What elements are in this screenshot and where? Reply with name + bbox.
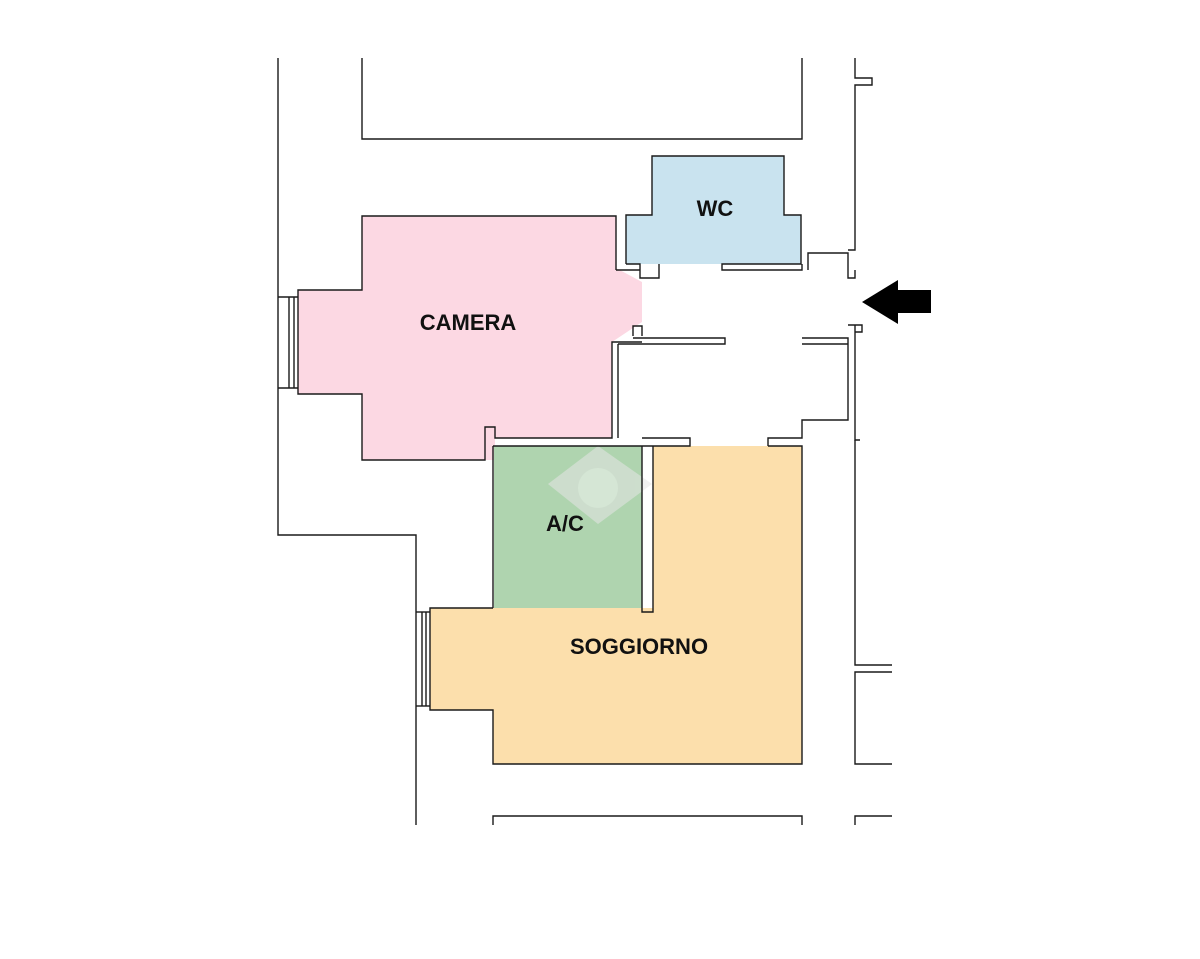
room-label-wc: WC bbox=[697, 196, 734, 221]
room-label-soggiorno: SOGGIORNO bbox=[570, 634, 708, 659]
room-camera bbox=[298, 216, 642, 460]
room-soggiorno bbox=[430, 446, 802, 764]
room-fills bbox=[298, 156, 802, 764]
walls bbox=[277, 58, 892, 825]
room-label-camera: CAMERA bbox=[420, 310, 517, 335]
entrance-arrow-icon bbox=[862, 280, 931, 324]
watermark-logo bbox=[548, 446, 652, 524]
room-label-ac: A/C bbox=[546, 511, 584, 536]
room-wc bbox=[626, 156, 801, 264]
